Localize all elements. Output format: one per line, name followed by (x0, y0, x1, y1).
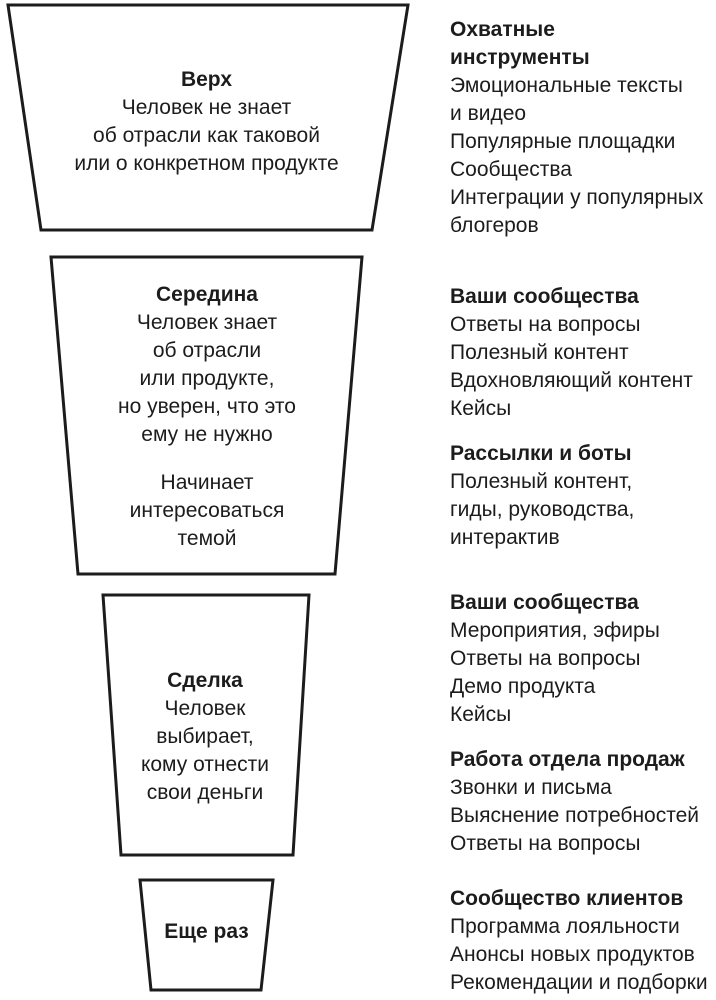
stage-again-title: Еще раз (164, 920, 249, 943)
stage-top-title: Верх (180, 68, 233, 91)
tools-item: Кейсы (450, 703, 512, 726)
tools-item: Мероприятия, эфиры (450, 619, 660, 642)
stage-middle-secondary-line: интересоваться (129, 499, 285, 522)
tools-block-communities-deal: Ваши сообщества Мероприятия, эфиры Ответ… (450, 589, 716, 729)
stage-top-text: Верх Человек не знает об отрасли как так… (41, 66, 372, 178)
tools-block-client-community-title: Сообщество клиентов (450, 887, 684, 910)
tools-item: Вдохновляющий контент (450, 369, 693, 392)
funnel-stage-top-shape (6, 3, 410, 232)
tools-item: Рекомендации и подборки (450, 971, 708, 994)
tools-block-reach: Охватные инструменты Эмоциональные текст… (450, 16, 716, 240)
tools-item: Сообщества (450, 158, 572, 181)
stage-middle-line: или продукте, (139, 367, 275, 390)
stage-deal-line: выбирает, (156, 725, 254, 748)
stage-middle-line: но уверен, что это (118, 395, 296, 418)
stage-middle-secondary-line: темой (177, 527, 237, 550)
stage-middle-text: Середина Человек знает об отрасли или пр… (78, 281, 336, 553)
tools-block-communities-deal-title: Ваши сообщества (450, 591, 639, 614)
tools-item: блогеров (450, 214, 539, 237)
tools-item: Ответы на вопросы (450, 313, 641, 336)
tools-item: Популярные площадки (450, 130, 676, 153)
stage-deal-title: Сделка (167, 669, 243, 692)
tools-block-client-community: Сообщество клиентов Программа лояльности… (450, 885, 716, 997)
tools-block-sales-team: Работа отдела продаж Звонки и письма Выя… (450, 746, 716, 858)
stage-top-line: или о конкретном продукте (74, 152, 339, 175)
tools-block-newsletters-bots-title: Рассылки и боты (450, 442, 632, 465)
tools-block-communities-middle: Ваши сообщества Ответы на вопросы Полезн… (450, 283, 716, 423)
tools-item: Выяснение потребностей (450, 804, 700, 827)
tools-item: Эмоциональные тексты (450, 74, 683, 97)
tools-block-communities-middle-title: Ваши сообщества (450, 285, 639, 308)
tools-item: Демо продукта (450, 675, 596, 698)
stage-deal-text: Сделка Человек выбирает, кому отнести св… (104, 667, 306, 807)
tools-block-reach-title: инструменты (450, 46, 590, 69)
stage-again-text: Еще раз (151, 918, 262, 946)
tools-item: Интеграции у популярных (450, 186, 704, 209)
stage-top-line: Человек не знает (121, 96, 292, 119)
stage-middle-title: Середина (156, 283, 258, 306)
tools-item: гиды, руководства, (450, 498, 635, 521)
tools-item: Кейсы (450, 397, 512, 420)
tools-block-sales-team-title: Работа отдела продаж (450, 748, 685, 771)
tools-item: Программа лояльности (450, 915, 680, 938)
stage-middle-line: Человек знает (136, 311, 278, 334)
tools-item: Анонсы новых продуктов (450, 943, 695, 966)
stage-middle-line: об отрасли (152, 339, 262, 362)
stage-top-line: об отрасли как таковой (93, 124, 320, 147)
stage-deal-line: свои деньги (146, 781, 264, 804)
funnel-stage-again-shape (138, 878, 275, 992)
tools-block-newsletters-bots: Рассылки и боты Полезный контент, гиды, … (450, 440, 716, 552)
tools-block-reach-title: Охватные (450, 18, 555, 41)
tools-item: интерактив (450, 526, 560, 549)
stage-deal-line: Человек (164, 697, 246, 720)
tools-item: Ответы на вопросы (450, 647, 641, 670)
stage-deal-line: кому отнести (140, 753, 270, 776)
tools-item: и видео (450, 102, 527, 125)
funnel-stage-deal-shape (101, 593, 311, 857)
tools-item: Ответы на вопросы (450, 832, 641, 855)
tools-item: Звонки и письма (450, 776, 612, 799)
stage-middle-secondary-line: Начинает (160, 471, 254, 494)
funnel-stage-middle-shape (49, 255, 364, 576)
tools-item: Полезный контент (450, 341, 629, 364)
stage-middle-line: ему не нужно (141, 423, 273, 446)
tools-item: Полезный контент, (450, 470, 633, 493)
